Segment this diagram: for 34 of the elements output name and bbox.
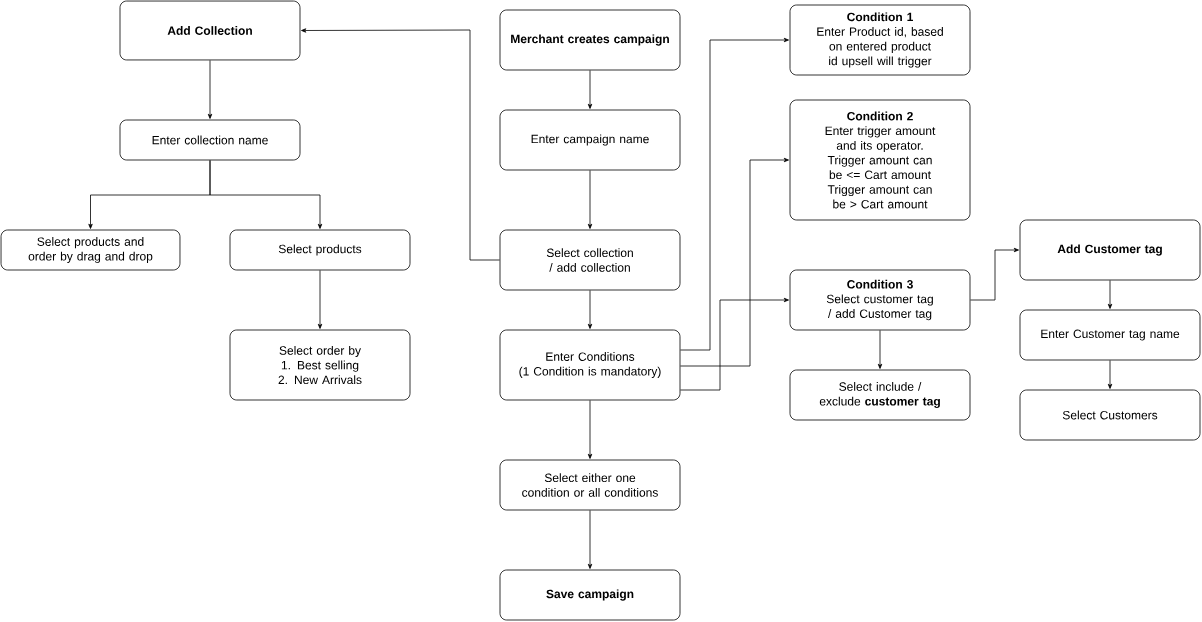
arrow — [970, 247, 1019, 301]
process-box: Select collection / add collection — [499, 229, 681, 291]
process-box: Enter collection name — [119, 119, 301, 161]
process-box: Enter Customer tag name — [1019, 309, 1201, 361]
arrow — [680, 37, 789, 351]
arrow — [1107, 280, 1113, 309]
process-box: Condition 1 Enter Product id, based on entered product id upsell will trigger — [789, 4, 971, 76]
arrow — [587, 510, 593, 569]
end-box: Save campaign — [499, 569, 681, 621]
process-box: Select Customers — [1019, 389, 1201, 441]
process-box: Enter Conditions (1 Condition is mandatory) — [499, 329, 681, 401]
arrow — [877, 330, 883, 369]
arrow — [680, 157, 789, 367]
arrow — [209, 160, 323, 229]
start-box: Merchant creates campaign — [499, 9, 681, 71]
process-box: Add Customer tag — [1019, 219, 1201, 281]
arrow — [1107, 360, 1113, 389]
arrow — [680, 297, 789, 391]
process-box: Select products and order by drag and drop — [0, 229, 181, 271]
arrow — [587, 290, 593, 329]
arrow — [587, 400, 593, 459]
arrow — [587, 170, 593, 229]
process-box: Enter campaign name — [499, 109, 681, 171]
arrow — [317, 270, 323, 329]
process-box: Select include / exclude customer tag — [789, 369, 971, 421]
process-box: Select either one condition or all conditions — [499, 459, 681, 511]
arrow — [301, 28, 500, 261]
process-box: Condition 3 Select customer tag / add Customer tag — [789, 269, 971, 331]
arrow — [207, 59, 213, 119]
process-box: Select order by 1. Best selling 2. New Arrivals — [229, 329, 411, 401]
process-box: Add Collection — [119, 0, 301, 61]
process-box: Condition 2 Enter trigger amount and its operator. Trigger amount can be <= Cart amount Trigger amount can be > Cart amount — [789, 99, 971, 221]
arrow — [587, 70, 593, 109]
process-box: Select products — [229, 229, 411, 271]
